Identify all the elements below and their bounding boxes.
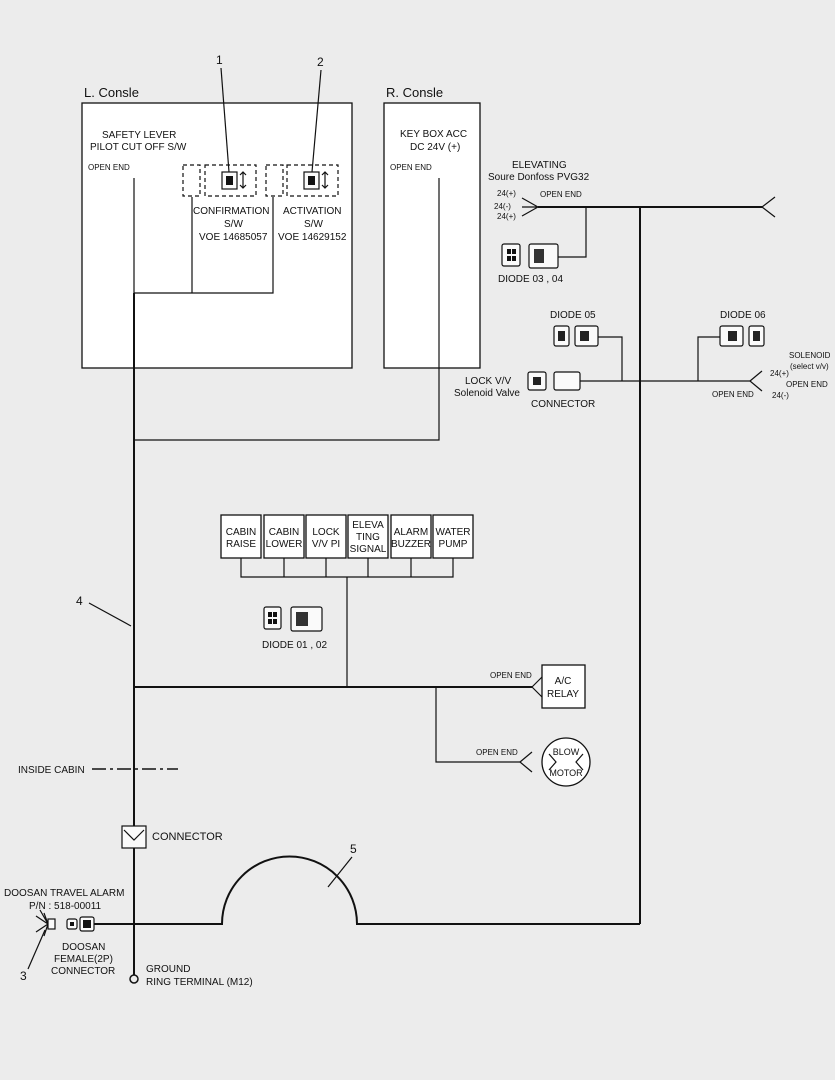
- female-connector-line-0: DOOSAN: [62, 942, 105, 953]
- relay-5-line-1: PUMP: [439, 539, 468, 550]
- female-2p-connector: [66, 916, 95, 932]
- diode-03-04-label: DIODE 03 , 04: [498, 274, 563, 285]
- relay-cabin-raise: [220, 514, 262, 559]
- relay-0-line-1: RAISE: [226, 539, 256, 550]
- diode-01-02-connector: [263, 606, 323, 632]
- r-console-box: [383, 102, 481, 369]
- callout-2: 2: [317, 55, 324, 69]
- solenoid-fork: [749, 370, 763, 392]
- solenoid-title: SOLENOID: [789, 351, 831, 360]
- r-open-end-label: OPEN END: [390, 163, 432, 172]
- key-box-label: KEY BOX ACC: [400, 129, 467, 140]
- inside-cabin-label: INSIDE CABIN: [18, 765, 85, 776]
- confirmation-label: CONFIRMATION: [193, 206, 269, 217]
- harness-wires: [133, 178, 762, 975]
- relay-cabin-lower: [263, 514, 305, 559]
- diode-06-connector: [719, 325, 765, 347]
- activation-switch: [265, 164, 339, 197]
- relay-elevating-signal: [347, 514, 389, 559]
- confirmation-switch: [182, 164, 257, 197]
- ground-label: GROUND: [146, 964, 190, 975]
- pilot-cut-off-label: PILOT CUT OFF S/W: [90, 142, 187, 153]
- ground-ring-terminal: [129, 974, 139, 984]
- diode-05-connector: [553, 325, 599, 347]
- ac-relay-line-1: RELAY: [547, 689, 579, 700]
- relay-3-line-0: ELEVA: [352, 520, 384, 531]
- lock-valve-connector: [527, 371, 581, 391]
- ac-relay-open-end: OPEN END: [490, 671, 532, 680]
- ac-relay-fork: [531, 676, 543, 698]
- travel-alarm-label: DOOSAN TRAVEL ALARM: [4, 888, 124, 899]
- relay-1-line-1: LOWER: [266, 539, 303, 550]
- elevating-open-end: OPEN END: [540, 190, 582, 199]
- solenoid-pin-1: 24(+): [770, 369, 789, 378]
- cabin-connector-label: CONNECTOR: [152, 831, 223, 843]
- right-open-fork: [761, 196, 776, 218]
- callout-5: 5: [350, 842, 357, 856]
- relay-lock-vv-pi: [305, 514, 347, 559]
- activation-label: ACTIVATION: [283, 206, 342, 217]
- l-console-box: [81, 102, 353, 369]
- blow-motor-open-end: OPEN END: [476, 748, 518, 757]
- confirmation-voe-label: VOE 14685057: [199, 232, 268, 243]
- relay-3-line-1: TING: [356, 532, 380, 543]
- relay-0-line-0: CABIN: [226, 527, 257, 538]
- solenoid-open-end-1: OPEN END: [786, 380, 828, 389]
- key-box-voltage-label: DC 24V (+): [410, 142, 460, 153]
- blow-motor-line-1: MOTOR: [549, 768, 583, 778]
- diode-05-label: DIODE 05: [550, 310, 596, 321]
- ring-terminal-label: RING TERMINAL (M12): [146, 977, 253, 988]
- solenoid-pin-2: 24(-): [772, 391, 789, 400]
- callout-1: 1: [216, 53, 223, 67]
- cabin-connector: [121, 825, 147, 849]
- l-console-title: L. Consle: [84, 85, 139, 100]
- relay-2-line-0: LOCK: [312, 527, 340, 538]
- solenoid-subtitle: (select v/v): [790, 362, 829, 371]
- solenoid-open-end-2: OPEN END: [712, 390, 754, 399]
- ac-relay-box: [541, 664, 586, 709]
- female-connector-line-1: FEMALE(2P): [54, 954, 113, 965]
- relay-1-line-0: CABIN: [269, 527, 300, 538]
- relay-4-line-1: BUZZER: [391, 539, 431, 550]
- callout-4: 4: [76, 594, 83, 608]
- relay-3-line-2: SIGNAL: [350, 544, 387, 555]
- relay-5-line-0: WATER: [436, 527, 471, 538]
- blow-motor-circle: [541, 737, 591, 787]
- elevating-pin-2: 24(-): [494, 202, 511, 211]
- diode-06-label: DIODE 06: [720, 310, 766, 321]
- relay-alarm-buzzer: [390, 514, 432, 559]
- l-open-end-label: OPEN END: [88, 163, 130, 172]
- callout-3: 3: [20, 969, 27, 983]
- relay-2-line-1: V/V PI: [312, 539, 340, 550]
- elevating-pin-1: 24(+): [497, 189, 516, 198]
- female-connector-line-2: CONNECTOR: [51, 966, 115, 977]
- blow-motor-fork: [519, 751, 533, 773]
- activation-sw-label: S/W: [304, 219, 323, 230]
- relay-row: CABIN RAISE CABIN LOWER LOCK V/V PI ELEV…: [220, 514, 474, 578]
- activation-voe-label: VOE 14629152: [278, 232, 347, 243]
- relay-4-line-0: ALARM: [394, 527, 428, 538]
- lock-valve-connector-label: CONNECTOR: [531, 399, 595, 410]
- blow-motor-line-0: BLOW: [553, 747, 580, 757]
- r-console-title: R. Consle: [386, 85, 443, 100]
- diode-03-04-connector: [501, 243, 559, 269]
- elevating-subtitle: Soure Donfoss PVG32: [488, 172, 590, 183]
- safety-lever-label: SAFETY LEVER: [102, 130, 176, 141]
- relay-water-pump: [432, 514, 474, 559]
- elevating-pin-3: 24(+): [497, 212, 516, 221]
- ac-relay-line-0: A/C: [555, 676, 572, 687]
- travel-alarm-icon: [35, 909, 56, 937]
- elevating-title: ELEVATING: [512, 160, 567, 171]
- diode-01-02-label: DIODE 01 , 02: [262, 640, 327, 651]
- elevating-fork: [521, 197, 539, 217]
- confirmation-sw-label: S/W: [224, 219, 243, 230]
- lock-valve-label: LOCK V/V: [465, 376, 511, 387]
- travel-alarm-pn: P/N : 518-00011: [29, 901, 102, 912]
- solenoid-valve-label: Solenoid Valve: [454, 388, 520, 399]
